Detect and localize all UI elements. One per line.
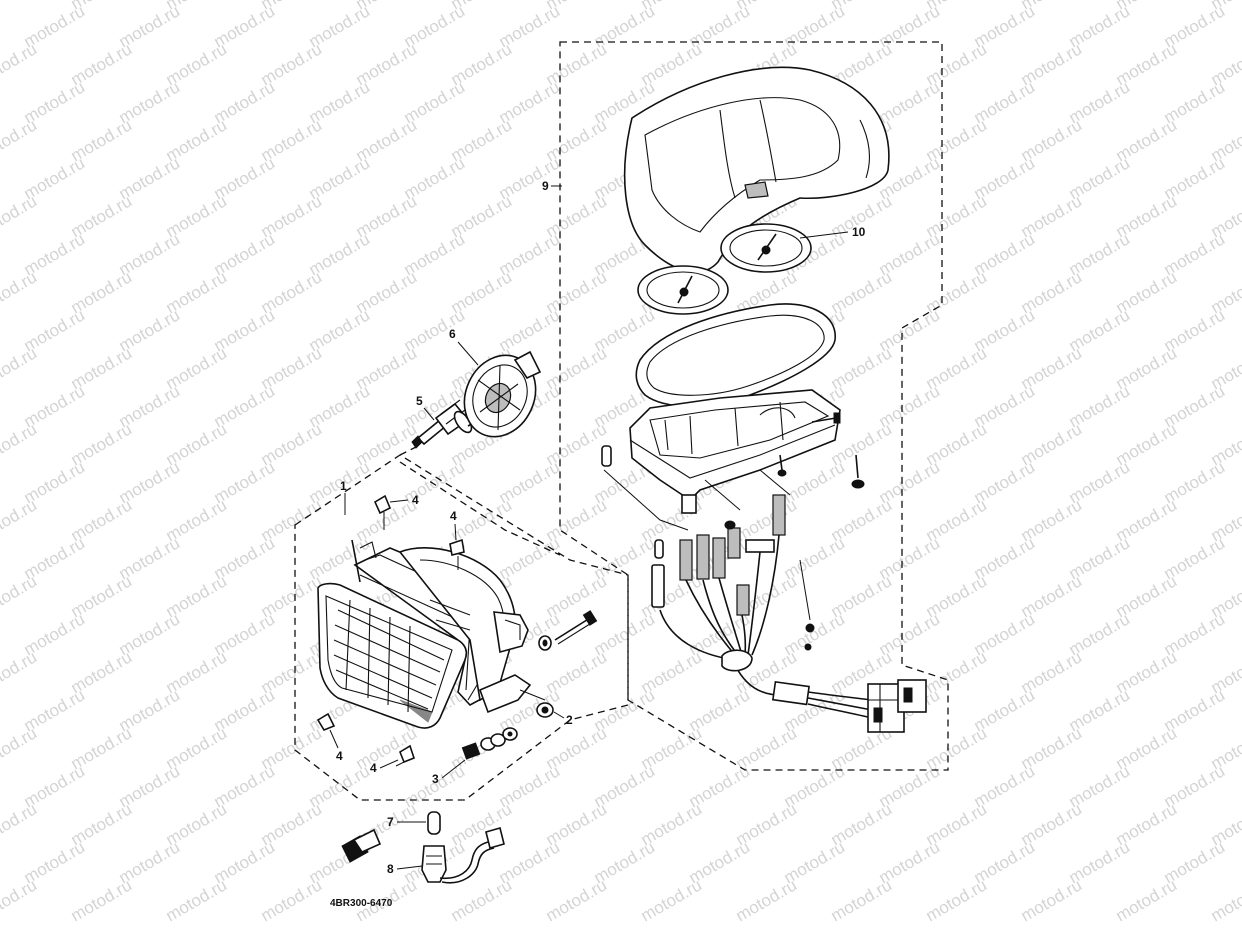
callout-6: 6 xyxy=(449,327,456,341)
gauge-right xyxy=(720,223,812,273)
clip-bottom-left xyxy=(316,712,336,731)
watermark-text: motod.ru xyxy=(1018,875,1086,925)
watermark-text: motod.ru xyxy=(0,419,40,469)
callout-4-bottom-mid: 4 xyxy=(370,761,377,775)
bulb-socket-cover xyxy=(463,350,542,438)
callout-1: 1 xyxy=(340,479,347,493)
watermark-text: motod.ru xyxy=(0,115,40,165)
callout-9: 9 xyxy=(542,179,549,193)
watermark-text: motod.ru xyxy=(0,0,40,13)
callout-8: 8 xyxy=(387,862,394,876)
watermark-text: motod.ru xyxy=(638,875,706,925)
gauge-left xyxy=(637,265,729,315)
screw-small xyxy=(777,454,787,477)
watermark-text: motod.ru xyxy=(733,875,801,925)
nut-and-washers xyxy=(461,727,518,760)
meter-assembly-boundary xyxy=(559,41,949,771)
watermark-text: motod.ru xyxy=(1113,875,1181,925)
watermark-text: motod.ru xyxy=(163,875,231,925)
grommet xyxy=(536,702,554,718)
mounting-bolt xyxy=(538,610,598,651)
watermark-text: motod.ru xyxy=(0,875,40,925)
callout-5: 5 xyxy=(416,394,423,408)
callout-4-bottom-left: 4 xyxy=(336,749,343,763)
watermark-text: motod.ru xyxy=(0,799,40,849)
callout-4-top-mid: 4 xyxy=(450,509,457,523)
callout-labels: 1 2 3 4 4 4 4 5 6 7 8 9 10 4BR300-6470 xyxy=(330,179,866,909)
watermark-text: motod.ru xyxy=(0,723,40,773)
watermark-text: motod.ru xyxy=(258,875,326,925)
watermark-text: motod.ru xyxy=(0,343,40,393)
meter-wiring-harness xyxy=(659,534,927,733)
watermark-text: motod.ru xyxy=(923,875,991,925)
headlight-assembly-group xyxy=(294,454,629,801)
meter-housing xyxy=(629,389,841,514)
callout-2: 2 xyxy=(566,713,573,727)
watermark-text: motod.ru xyxy=(543,875,611,925)
headlight-bracket xyxy=(478,674,532,714)
clip-top-mid xyxy=(449,538,465,556)
headlight-reflector xyxy=(398,547,529,702)
callout-10: 10 xyxy=(852,225,866,239)
meter-cover xyxy=(623,66,890,273)
meter-gasket xyxy=(635,303,836,407)
callout-3: 3 xyxy=(432,772,439,786)
watermark-text: motod.ru xyxy=(0,647,40,697)
screw-right xyxy=(811,412,841,424)
pilot-bulb-left xyxy=(601,445,612,467)
screw-bottom xyxy=(851,454,865,489)
callout-4-top-left: 4 xyxy=(412,493,419,507)
watermark-text: motod.ru xyxy=(828,875,896,925)
watermark-text: motod.ru xyxy=(0,267,40,317)
watermark-text: motod.ru xyxy=(0,571,40,621)
clip-bottom-mid xyxy=(399,744,415,764)
headlight-lens xyxy=(317,582,468,729)
watermark-text: motod.ru xyxy=(0,39,40,89)
callout-7: 7 xyxy=(387,815,394,829)
position-bulb xyxy=(427,811,441,835)
diagram-code: 4BR300-6470 xyxy=(330,898,393,909)
watermark-text: motod.ru xyxy=(0,191,40,241)
watermark-text: motod.ru xyxy=(1208,875,1242,925)
meter-assembly-group xyxy=(559,41,949,771)
position-socket-harness xyxy=(341,827,505,884)
watermark-text: motod.ru xyxy=(68,875,136,925)
bulb-sockets xyxy=(651,494,786,616)
watermark-text: motod.ru xyxy=(448,875,516,925)
clip-top-left xyxy=(373,494,392,515)
watermark-text: motod.ru xyxy=(0,495,40,545)
headlight-assembly-boundary xyxy=(294,454,629,801)
